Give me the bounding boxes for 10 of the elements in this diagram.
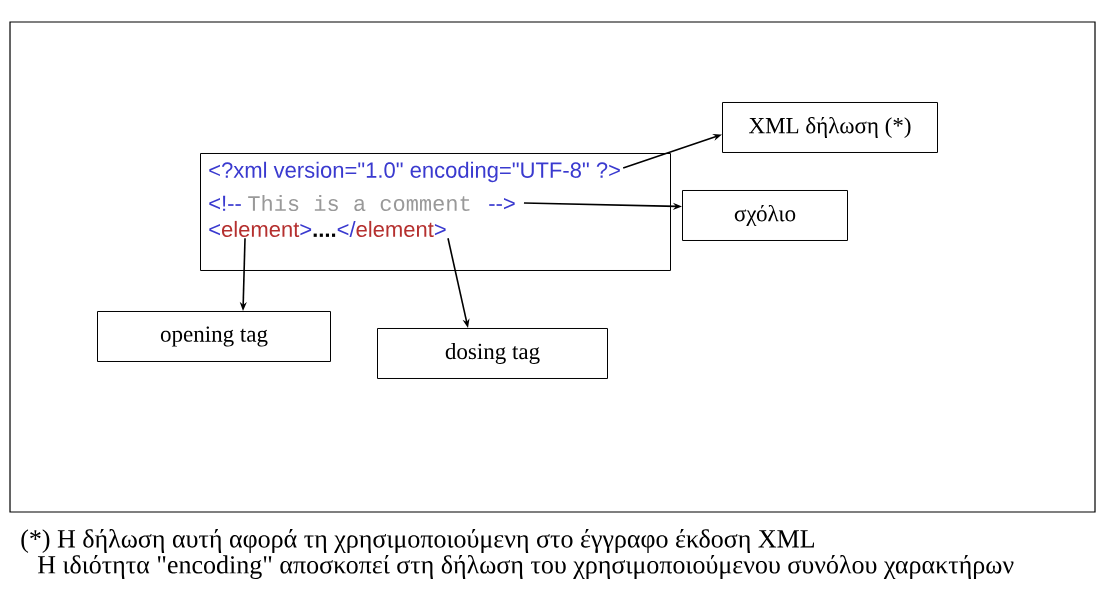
- code-line: <!-- This is a comment -->: [209, 194, 515, 212]
- label-box: opening tag: [97, 311, 331, 362]
- label-box: σχόλιο: [682, 190, 848, 241]
- code-line: <?xml version="1.0" encoding="UTF-8" ?>: [209, 161, 620, 183]
- label-box: dosing tag: [377, 328, 608, 379]
- footnote-text: Η ιδιότητα "encoding" αποσκοπεί στη δήλωση του χρησιμοποιούμενου συνόλου χαρακτήρων: [37, 555, 1014, 579]
- label-box: XML δήλωση (*): [722, 102, 938, 153]
- code-box: [200, 153, 671, 271]
- code-line: <element>....</element>: [209, 220, 446, 238]
- footnote-text: (*) Η δήλωση αυτή αφορά τη χρησιμοποιούμενη στο έγγραφο έκδοση XML: [21, 529, 814, 553]
